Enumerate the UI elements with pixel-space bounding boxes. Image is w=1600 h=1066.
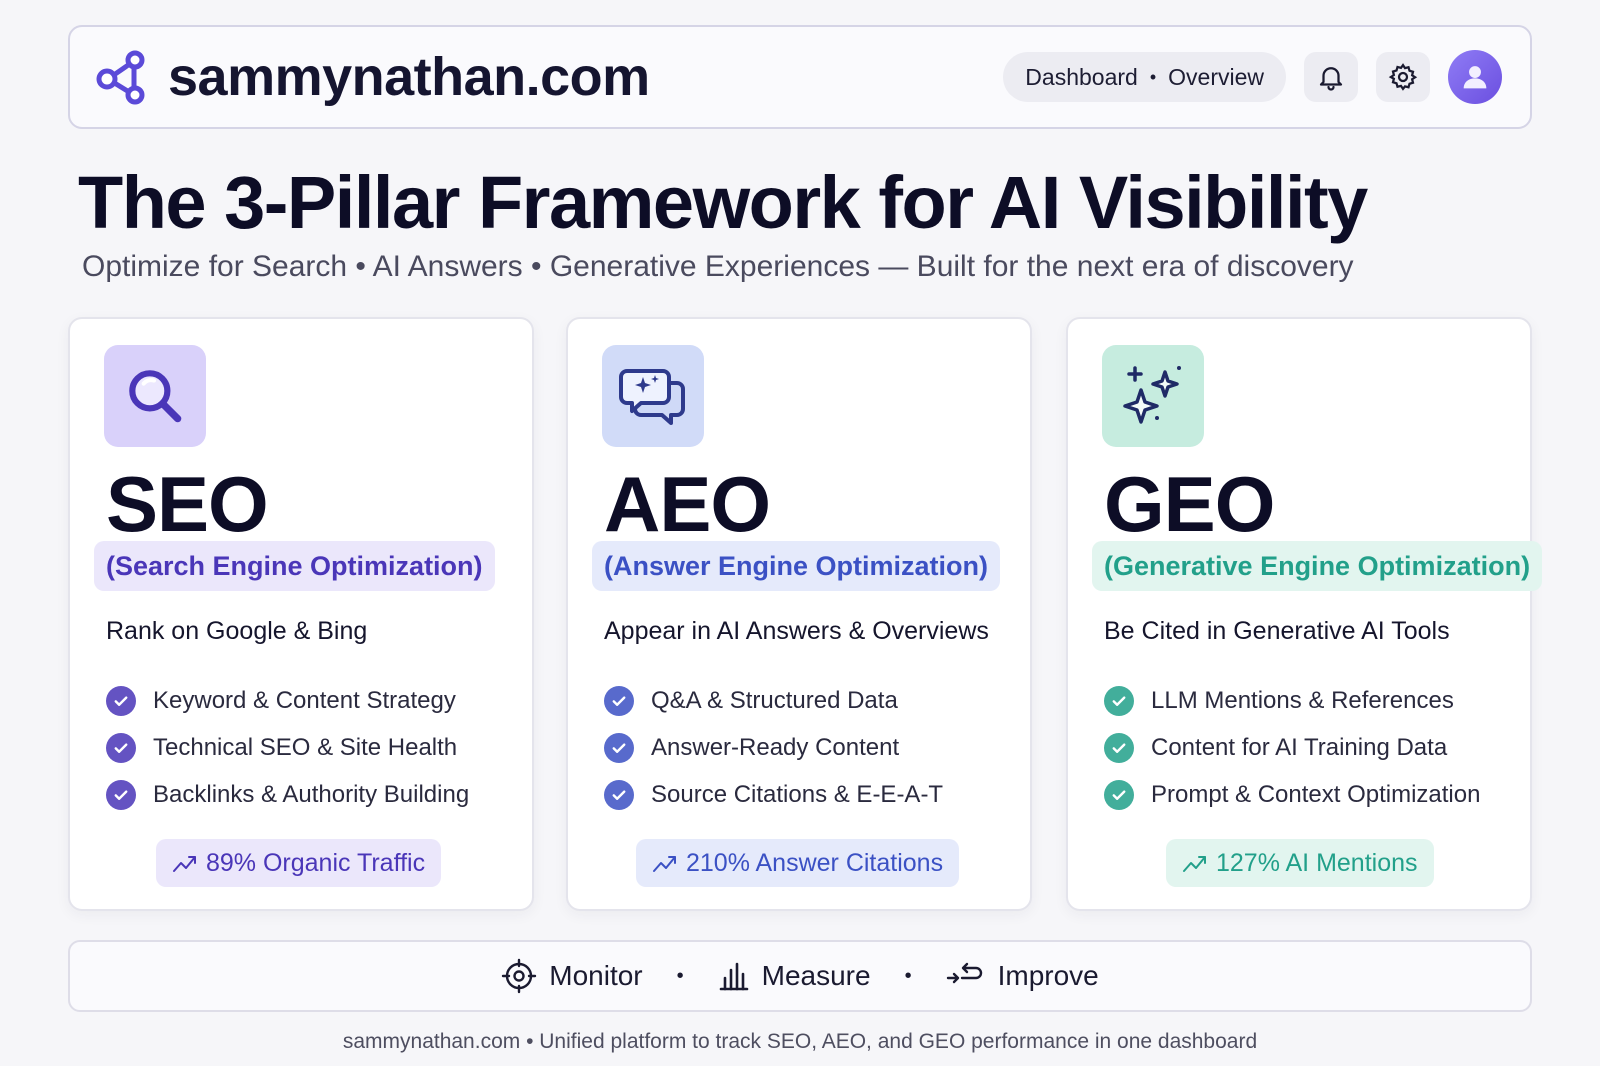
- breadcrumb-dashboard[interactable]: Dashboard: [1025, 63, 1138, 90]
- breadcrumb-overview[interactable]: Overview: [1168, 63, 1264, 90]
- metric-badge[interactable]: 210% Answer Citations: [636, 839, 960, 887]
- chat-bubbles-icon: [619, 369, 685, 425]
- feature-label: Backlinks & Authority Building: [153, 780, 470, 808]
- cycle-separator: •: [676, 964, 684, 987]
- pillar-tagline: Rank on Google & Bing: [106, 617, 368, 645]
- feature-item: Q&A & Structured Data: [604, 677, 943, 724]
- pillar-full-name: (Search Engine Optimization): [94, 541, 495, 591]
- pillar-card-geo[interactable]: GEO (Generative Engine Optimization) Be …: [1066, 317, 1543, 911]
- cycle-separator: •: [904, 964, 912, 987]
- footer-text: sammynathan.com • Unified platform to tr…: [342, 1030, 1258, 1053]
- check-circle-icon: [604, 685, 634, 716]
- pillar-full-name: (Answer Engine Optimization): [592, 541, 1001, 591]
- pillar-full-name: (Generative Engine Optimization): [1092, 541, 1543, 591]
- pillar-name: AEO: [604, 460, 771, 548]
- feature-item: LLM Mentions & References: [1104, 677, 1480, 724]
- settings-button[interactable]: [1376, 52, 1430, 102]
- feature-list: Keyword & Content Strategy Technical SEO…: [106, 677, 469, 818]
- magnifier-icon: [129, 370, 182, 423]
- bell-icon: [1319, 67, 1343, 91]
- bar-chart-icon: [719, 962, 748, 991]
- feature-item: Technical SEO & Site Health: [106, 724, 469, 771]
- feature-item: Content for AI Training Data: [1104, 724, 1480, 771]
- feature-label: Prompt & Context Optimization: [1151, 780, 1481, 808]
- metric-badge[interactable]: 127% AI Mentions: [1166, 839, 1434, 887]
- metric-label: 127% AI Mentions: [1216, 848, 1418, 877]
- aeo-icon-tile: [602, 345, 704, 447]
- check-circle-icon: [106, 732, 136, 763]
- monitor-label: Monitor: [549, 960, 643, 991]
- brand-name[interactable]: sammynathan.com: [168, 47, 650, 107]
- trend-up-icon: [653, 856, 676, 872]
- check-circle-icon: [1104, 779, 1134, 810]
- pillar-card-aeo[interactable]: AEO (Answer Engine Optimization) Appear …: [566, 317, 1032, 911]
- improve-step[interactable]: Improve: [946, 960, 1099, 992]
- feature-label: Answer-Ready Content: [651, 733, 900, 761]
- feature-item: Keyword & Content Strategy: [106, 677, 469, 724]
- check-circle-icon: [604, 779, 634, 810]
- pillar-card-seo[interactable]: SEO (Search Engine Optimization) Rank on…: [68, 317, 534, 911]
- feature-label: LLM Mentions & References: [1151, 686, 1454, 714]
- pillar-tagline: Appear in AI Answers & Overviews: [604, 617, 989, 645]
- pillar-name: GEO: [1104, 460, 1275, 548]
- sparkles-icon: [1123, 366, 1181, 424]
- pillar-tagline: Be Cited in Generative AI Tools: [1104, 617, 1450, 645]
- metric-badge[interactable]: 89% Organic Traffic: [156, 839, 442, 887]
- feature-label: Source Citations & E-E-A-T: [651, 780, 944, 808]
- cycle-bar: Monitor • Measure • Improve: [68, 940, 1532, 1012]
- improve-label: Improve: [997, 960, 1099, 991]
- page-subtitle: Optimize for Search • AI Answers • Gener…: [82, 250, 1354, 283]
- check-circle-icon: [604, 732, 634, 763]
- check-circle-icon: [1104, 732, 1134, 763]
- share-network-icon[interactable]: [94, 49, 150, 105]
- notifications-button[interactable]: [1304, 52, 1358, 102]
- loop-arrow-icon: [946, 962, 982, 984]
- check-circle-icon: [1104, 685, 1134, 716]
- measure-step[interactable]: Measure: [718, 960, 871, 992]
- app-header: sammynathan.com Dashboard • Overview: [68, 25, 1532, 129]
- breadcrumb[interactable]: Dashboard • Overview: [1003, 52, 1286, 102]
- measure-label: Measure: [761, 960, 871, 991]
- feature-list: Q&A & Structured Data Answer-Ready Conte…: [604, 677, 943, 818]
- feature-item: Backlinks & Authority Building: [106, 771, 469, 818]
- user-icon: [1463, 66, 1487, 89]
- gear-icon: [1388, 63, 1418, 91]
- feature-label: Technical SEO & Site Health: [153, 733, 458, 761]
- feature-item: Prompt & Context Optimization: [1104, 771, 1480, 818]
- feature-label: Keyword & Content Strategy: [153, 686, 456, 714]
- check-circle-icon: [106, 685, 136, 716]
- feature-label: Q&A & Structured Data: [651, 686, 898, 714]
- metric-label: 89% Organic Traffic: [206, 848, 426, 877]
- metric-label: 210% Answer Citations: [686, 848, 944, 877]
- avatar[interactable]: [1448, 50, 1502, 104]
- seo-icon-tile: [104, 345, 206, 447]
- feature-list: LLM Mentions & References Content for AI…: [1104, 677, 1480, 818]
- trend-up-icon: [1183, 856, 1206, 872]
- feature-item: Source Citations & E-E-A-T: [604, 771, 943, 818]
- pillar-name: SEO: [106, 460, 269, 548]
- page-title: The 3-Pillar Framework for AI Visibility: [78, 161, 1368, 244]
- check-circle-icon: [106, 779, 136, 810]
- breadcrumb-separator: •: [1149, 66, 1157, 87]
- target-icon: [502, 958, 537, 994]
- trend-up-icon: [173, 856, 196, 872]
- feature-label: Content for AI Training Data: [1151, 733, 1448, 761]
- feature-item: Answer-Ready Content: [604, 724, 943, 771]
- header-actions: Dashboard • Overview: [1003, 50, 1502, 104]
- geo-icon-tile: [1102, 345, 1204, 447]
- monitor-step[interactable]: Monitor: [501, 958, 643, 994]
